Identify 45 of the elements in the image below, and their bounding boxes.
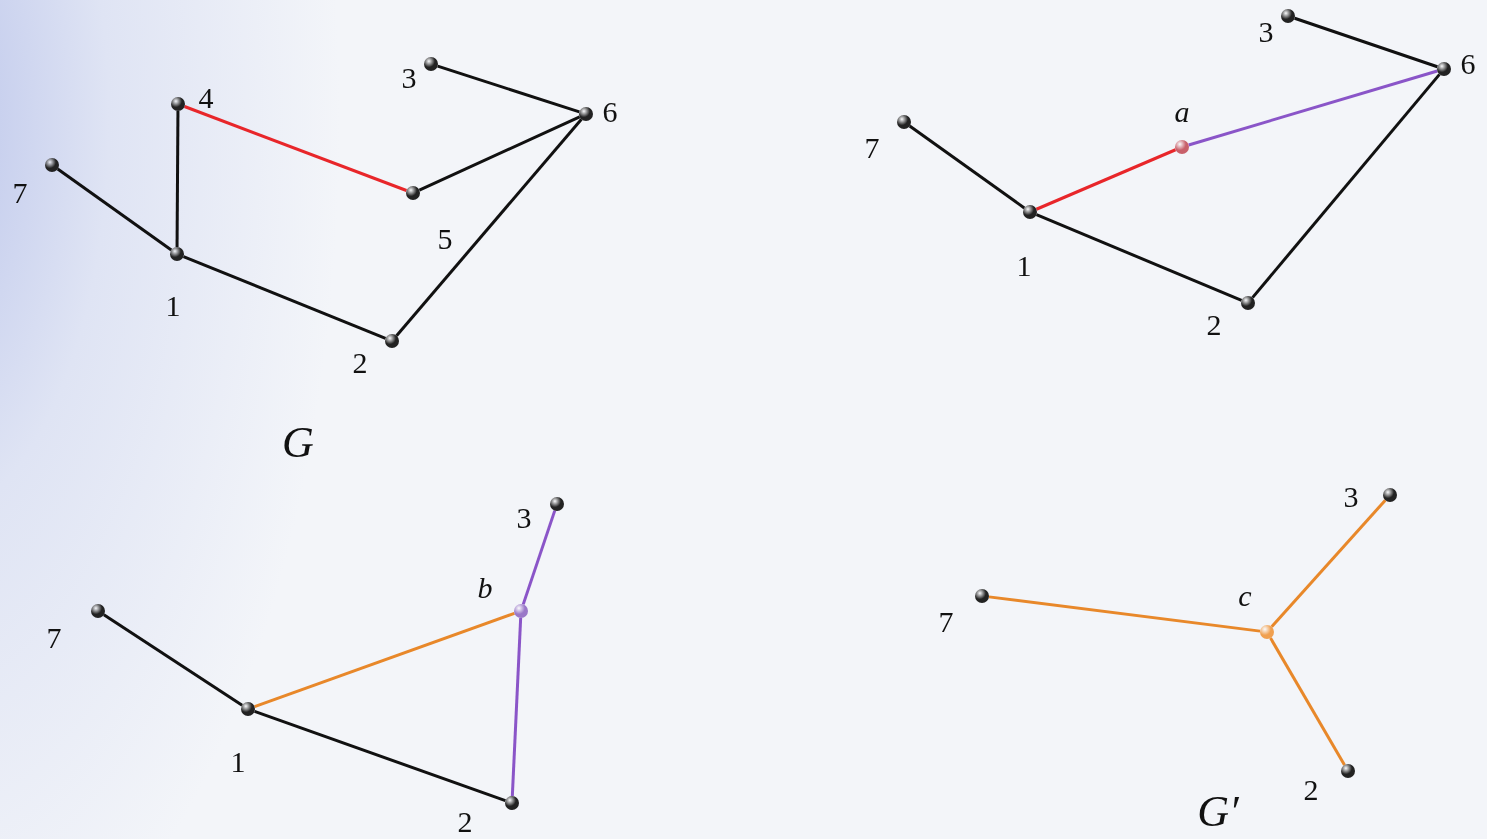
vertex-label: a [1174,97,1190,127]
vertex-label: 6 [602,97,618,127]
vertex-label: 7 [46,623,62,653]
vertex-label: 4 [198,83,214,113]
graph-edge [988,595,1261,633]
graph-edge [1188,69,1438,147]
graph-edge [184,105,407,192]
graph-name: G′ [1197,790,1239,834]
graph-edge [437,64,580,114]
vertex-label: 3 [516,503,532,533]
graph-edge [182,255,387,340]
graph-edge [1270,499,1387,628]
vertex-label: b [477,573,493,603]
vertex-label: 7 [938,607,954,637]
graph-edge [254,709,506,803]
vertex-label: 7 [12,178,28,208]
vertex-label: 1 [165,291,181,321]
vertex-label: 1 [230,747,246,777]
vertex-label: 6 [1460,49,1476,79]
graph-edge [1251,73,1441,299]
graph-edge [521,510,557,605]
vertex-label: 1 [1016,251,1032,281]
graph-edge [510,617,523,797]
graph-edge [1035,148,1177,211]
vertex-label: 3 [401,63,417,93]
graph-edge [1269,637,1346,766]
graph-edge [103,613,243,707]
graph-edge [56,167,173,252]
graph-edge [175,111,180,247]
vertex-label: 5 [437,224,453,254]
graph-edge [908,124,1026,210]
graph-name: G [282,421,314,465]
graph-edge [418,115,581,192]
graph-edge [1035,213,1243,302]
vertex-label: 3 [1343,482,1359,512]
vertex-label: c [1238,581,1252,611]
graph-edge [395,118,583,337]
vertex-label: 2 [1206,310,1222,340]
graph-edge [1294,16,1438,69]
vertex-label: 7 [864,133,880,163]
vertex-label: 2 [352,348,368,378]
graph-edge [254,611,515,709]
vertex-label: 2 [457,807,473,837]
vertex-label: 2 [1303,775,1319,805]
vertex-label: 3 [1258,17,1274,47]
